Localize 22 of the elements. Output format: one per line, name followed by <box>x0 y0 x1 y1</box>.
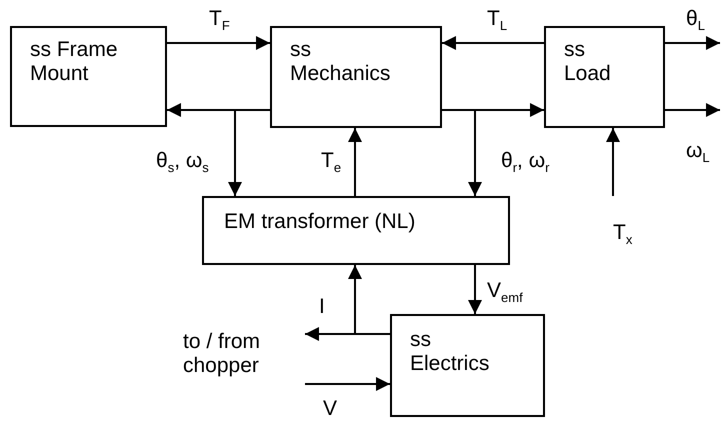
io-label: to / from chopper <box>183 330 262 378</box>
arrow <box>167 36 270 50</box>
arrow <box>348 265 390 335</box>
block-label: ss Load <box>564 38 612 86</box>
arrow <box>468 265 482 314</box>
arrow <box>665 103 720 117</box>
arrow <box>442 36 544 50</box>
block-label: ss Electrics <box>410 328 490 376</box>
arrow <box>606 128 620 196</box>
block-box <box>202 196 510 265</box>
block-label: ss Frame Mount <box>30 38 119 86</box>
arrow <box>305 377 390 391</box>
arrow <box>348 128 362 196</box>
block-label: ss Mechanics <box>290 38 392 86</box>
arrow <box>665 36 720 50</box>
arrow <box>228 109 270 196</box>
block-box <box>544 26 665 128</box>
block-box <box>390 314 545 417</box>
block-label: EM transformer (NL) <box>224 210 416 234</box>
block-box <box>270 26 442 128</box>
block-box <box>10 26 167 127</box>
arrow <box>442 109 482 196</box>
